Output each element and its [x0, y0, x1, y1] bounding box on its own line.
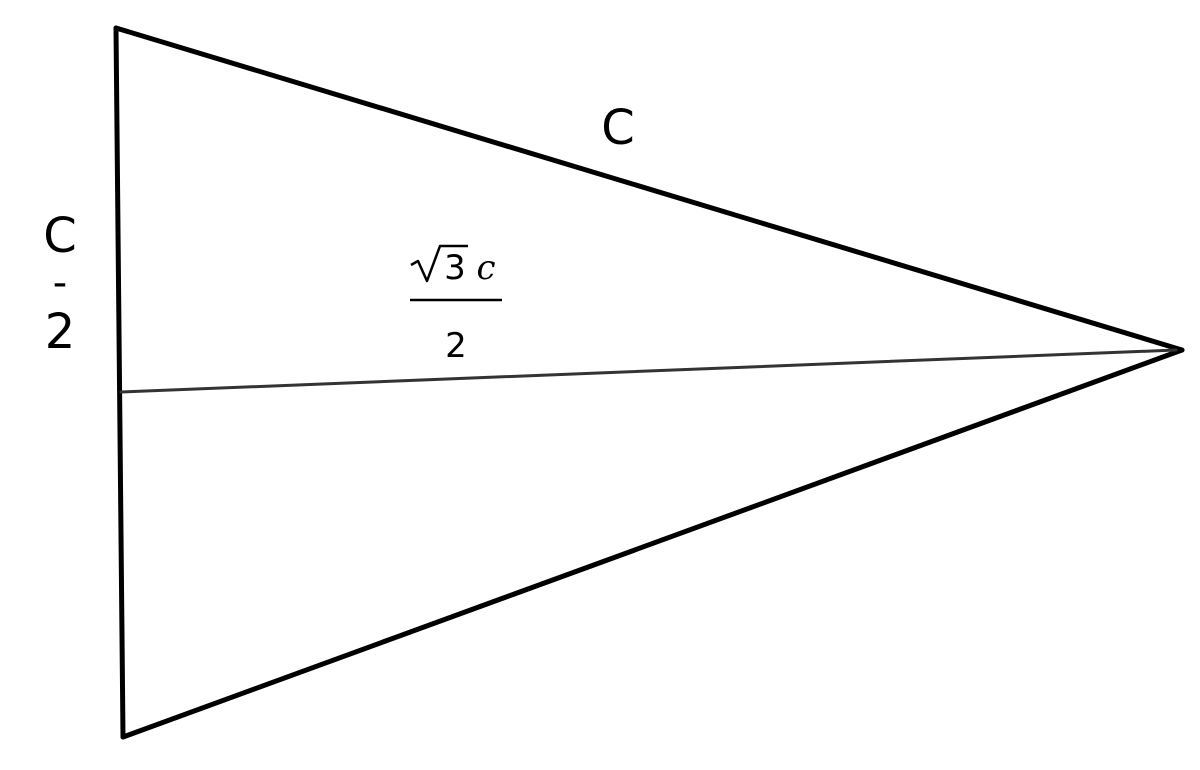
bottom-edge: [120, 347, 1185, 740]
radical-sign: [410, 244, 468, 283]
side-label: C: [601, 100, 635, 156]
height-radicand: 3: [444, 248, 466, 288]
half-side-denominator: 2: [45, 304, 76, 360]
half-side-label: C - 2: [43, 208, 77, 360]
height-line: [119, 348, 1178, 394]
height-denominator: 2: [445, 326, 467, 366]
height-label: 3 c 2: [410, 244, 502, 366]
left-edge: [113, 25, 126, 740]
top-edge: [113, 25, 1185, 353]
half-side-bar: -: [53, 260, 67, 306]
half-side-numerator: C: [43, 208, 77, 264]
height-variable: c: [476, 248, 495, 288]
